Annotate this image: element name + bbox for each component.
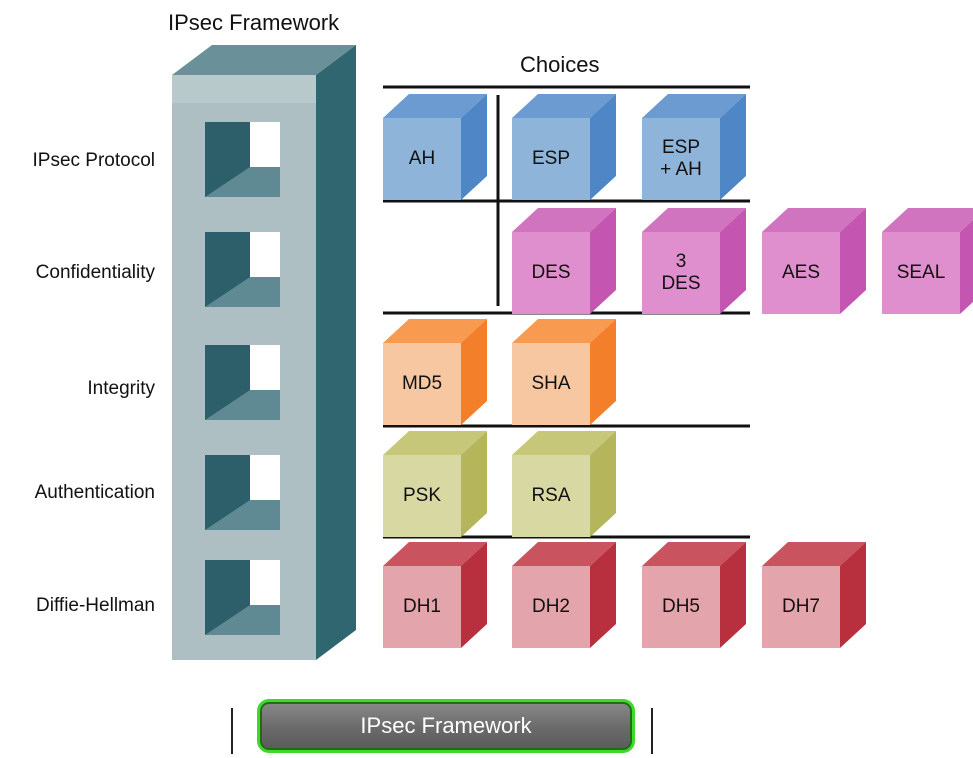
option-cube-top [762, 208, 866, 232]
option-cube-side [840, 542, 866, 648]
option-cube-front [383, 566, 461, 648]
tower-window-light [250, 455, 280, 500]
option-cube-top [383, 94, 487, 118]
tower-window-floor [205, 277, 280, 307]
tower-window-light [250, 122, 280, 167]
row-label-ipsec-protocol: IPsec Protocol [32, 150, 156, 171]
option-label: AH [408, 148, 436, 169]
row-label-diffie-hellman: Diffie-Hellman [36, 595, 155, 616]
option-cube-side [590, 94, 616, 200]
option-cube-front [383, 455, 461, 537]
option-cube-side [960, 220, 973, 314]
tower-window-floor [205, 605, 280, 635]
option-label: DES [531, 262, 571, 283]
tower-window-light [250, 560, 280, 605]
option-label: SHA [531, 373, 571, 394]
option-cube-front [642, 118, 720, 200]
option-cube-front [512, 343, 590, 425]
option-cube-top [642, 208, 746, 232]
option-label: DH7 [781, 596, 820, 617]
option-cube-side [590, 431, 616, 537]
option-cube-front [383, 118, 461, 200]
button-left-separator [231, 708, 233, 754]
row-label-confidentiality: Confidentiality [35, 262, 155, 283]
option-cube-side [720, 542, 746, 648]
option-label: ESP [531, 148, 571, 169]
option-cube-side [461, 319, 487, 425]
option-label: SEAL [896, 262, 946, 283]
option-label: MD5 [401, 373, 443, 394]
choices-title: Choices [520, 52, 600, 77]
row-label-authentication: Authentication [34, 482, 155, 503]
option-cube-top [642, 542, 746, 566]
tower-cap [172, 75, 316, 103]
option-cube-top [512, 431, 616, 455]
option-cube-front [762, 566, 840, 648]
ipsec-framework-button-label: IPsec Framework [360, 713, 532, 738]
tower-window-light [250, 232, 280, 277]
option-cube-side [720, 94, 746, 200]
tower-side [316, 45, 356, 660]
option-cube-top [383, 319, 487, 343]
option-cube-top [512, 208, 616, 232]
option-cube-side [720, 208, 746, 314]
option-label: DH5 [661, 596, 700, 617]
framework-title: IPsec Framework [168, 10, 340, 35]
option-cube-front [512, 455, 590, 537]
option-cube-front [512, 566, 590, 648]
option-label: ESP+ AH [660, 137, 702, 180]
ipsec-framework-button[interactable]: IPsec Framework [257, 699, 635, 753]
option-label: DH1 [402, 596, 441, 617]
option-label: AES [781, 262, 821, 283]
option-cube-side [590, 319, 616, 425]
option-cube-side [461, 94, 487, 200]
tower-window-floor [205, 500, 280, 530]
option-cube-front [882, 232, 960, 314]
option-cube-front [512, 232, 590, 314]
option-cube-top [383, 542, 487, 566]
option-cube-side [840, 208, 866, 314]
tower-top [172, 45, 356, 75]
tower-window-floor [205, 167, 280, 197]
option-label: PSK [402, 485, 442, 506]
tower-window-floor [205, 390, 280, 420]
option-cube-top [882, 208, 973, 232]
option-cube-top [762, 542, 866, 566]
option-cube-side [590, 542, 616, 648]
tower-window-light [250, 345, 280, 390]
row-label-integrity: Integrity [87, 378, 155, 399]
option-cube-side [461, 431, 487, 537]
option-cube-side [461, 542, 487, 648]
option-cube-top [512, 319, 616, 343]
option-cube-front [512, 118, 590, 200]
option-cube-side [590, 208, 616, 314]
option-cube-front [642, 232, 720, 314]
button-right-separator [651, 708, 653, 754]
option-cube-front [642, 566, 720, 648]
option-cube-top [512, 94, 616, 118]
option-label: DH2 [531, 596, 570, 617]
option-label: RSA [531, 485, 571, 506]
option-cube-top [512, 542, 616, 566]
option-cube-top [383, 431, 487, 455]
option-cube-front [762, 232, 840, 314]
option-cube-front [383, 343, 461, 425]
diagram-canvas [172, 45, 973, 660]
option-cube-top [642, 94, 746, 118]
